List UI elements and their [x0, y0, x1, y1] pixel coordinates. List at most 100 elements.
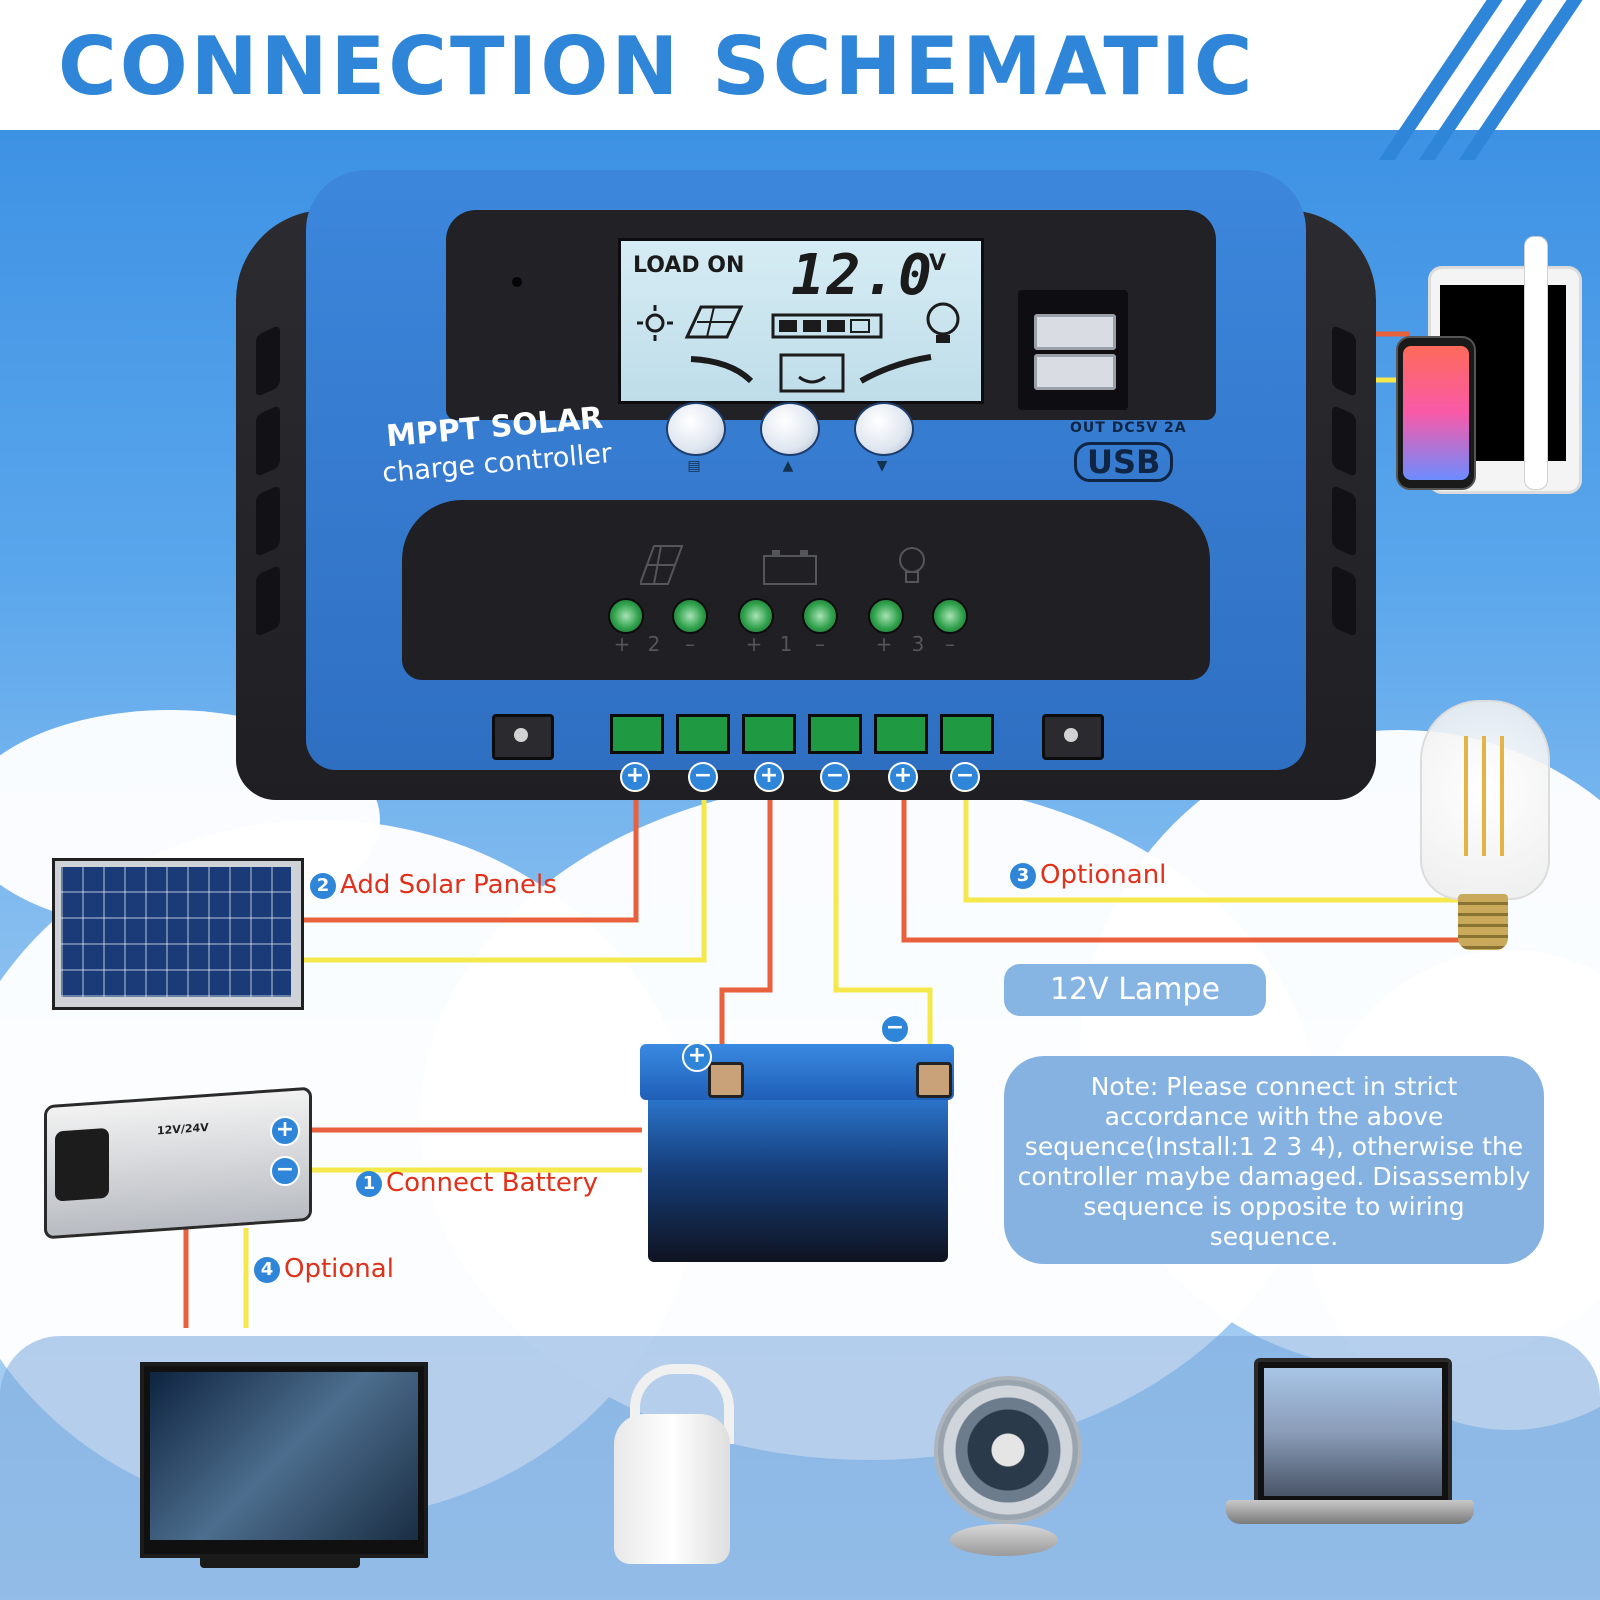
terminal-screw[interactable]: [802, 598, 838, 634]
page-title: CONNECTION SCHEMATIC: [58, 20, 1256, 113]
lamp-label: 12V Lampe: [1004, 964, 1266, 1016]
tv-stand: [200, 1554, 360, 1568]
terminal-screw[interactable]: [672, 598, 708, 634]
step-number: 2: [310, 873, 336, 899]
terminal-label: +: [875, 632, 893, 656]
negative-badge: −: [820, 762, 850, 792]
sun-icon: [637, 305, 673, 341]
smartphone-device: [1396, 336, 1476, 490]
phone-screen: [1403, 346, 1469, 480]
step-number: 3: [1010, 863, 1036, 889]
solar-positive-wire: [296, 780, 639, 923]
terminal-screw[interactable]: [608, 598, 644, 634]
down-button[interactable]: [854, 402, 914, 456]
lcd-voltage-unit: V: [929, 251, 947, 276]
positive-badge: +: [888, 762, 918, 792]
terminal-symbols: [640, 545, 925, 585]
up-button[interactable]: [760, 402, 820, 456]
discharge-arrow-icon: [859, 354, 932, 384]
terminal-label: +: [613, 632, 631, 656]
bulb-icon: [899, 547, 925, 583]
menu-button[interactable]: [666, 402, 726, 456]
battery-positive-terminal: [708, 1062, 744, 1098]
solar-panel-icon: [684, 305, 744, 339]
terminal-screw[interactable]: [868, 598, 904, 634]
terminal-label: 3: [911, 632, 925, 656]
load-negative-wire: [963, 780, 1460, 903]
battery: [640, 1044, 954, 1264]
lcd-voltage: 12.0: [791, 243, 934, 308]
inverter-label-text: Optional: [284, 1254, 394, 1284]
lcd-load-status: LOAD ON: [633, 253, 745, 278]
solar-negative-wire: [296, 780, 707, 963]
charge-controller: LOAD ON 12.0 V: [236, 170, 1376, 800]
terminal-screw[interactable]: [738, 598, 774, 634]
solar-panel: [52, 858, 304, 1010]
usb-port[interactable]: [1034, 354, 1116, 390]
battery-icon: [763, 550, 817, 585]
mount-hole: [1042, 714, 1104, 760]
bulb-filament: [1464, 736, 1468, 856]
battery-label-text: Connect Battery: [386, 1168, 598, 1198]
battery-smile-icon: [779, 353, 845, 393]
inverter-text: 12V/24V: [157, 1120, 209, 1138]
battery-negative-terminal: [916, 1062, 952, 1098]
terminal-label: –: [945, 632, 955, 656]
lcd-display: LOAD ON 12.0 V: [618, 238, 984, 404]
step-number: 1: [356, 1171, 382, 1197]
load-positive-wire: [901, 780, 1460, 943]
electric-kettle: [614, 1414, 730, 1564]
tv-screen: [150, 1372, 418, 1540]
positive-badge: +: [270, 1116, 300, 1146]
wire-slot[interactable]: [940, 714, 994, 754]
usb-port-bay: [1018, 290, 1128, 410]
wire-slot[interactable]: [676, 714, 730, 754]
menu-icon: ▤: [687, 458, 701, 474]
terminal-label: +: [745, 632, 763, 656]
negative-badge: −: [950, 762, 980, 792]
terminal-screw[interactable]: [932, 598, 968, 634]
laptop-screen: [1264, 1368, 1442, 1496]
down-triangle-icon: ▼: [876, 458, 888, 474]
step-number: 4: [254, 1257, 280, 1283]
vent-slot: [1332, 324, 1356, 398]
bulb-filament: [1482, 736, 1486, 856]
vent-slot: [256, 564, 280, 638]
usb-logo: USB: [1074, 442, 1174, 482]
electric-toothbrush: [1524, 236, 1548, 490]
vent-slot: [1332, 484, 1356, 558]
terminal-panel: [402, 500, 1210, 680]
fan-base: [950, 1524, 1058, 1556]
positive-badge: +: [754, 762, 784, 792]
positive-badge: +: [620, 762, 650, 792]
wire-slot[interactable]: [742, 714, 796, 754]
solar-cells: [61, 867, 291, 997]
usb-port[interactable]: [1034, 314, 1116, 350]
terminal-label: –: [685, 632, 695, 656]
load-bulb-icon: [926, 302, 960, 343]
light-bulb: [1420, 700, 1550, 900]
lcd-icons: [637, 302, 960, 393]
wire-slot[interactable]: [610, 714, 664, 754]
wire-slot[interactable]: [874, 714, 928, 754]
load-label-text: Optionanl: [1040, 860, 1167, 890]
vent-slot: [256, 324, 280, 398]
negative-badge: −: [880, 1014, 910, 1044]
vent-slot: [256, 484, 280, 558]
bulb-filament: [1500, 736, 1504, 856]
mount-hole: [492, 714, 554, 760]
terminal-label: 2: [647, 632, 661, 656]
television: [140, 1362, 428, 1558]
wire-slot[interactable]: [808, 714, 862, 754]
vent-slot: [1332, 404, 1356, 478]
desk-fan: [934, 1376, 1082, 1524]
solar-label-text: Add Solar Panels: [340, 870, 557, 900]
positive-badge: +: [682, 1042, 712, 1072]
inverter-fan: [55, 1127, 109, 1202]
vent-slot: [1332, 564, 1356, 638]
battery-negative-wire: [833, 780, 933, 1062]
